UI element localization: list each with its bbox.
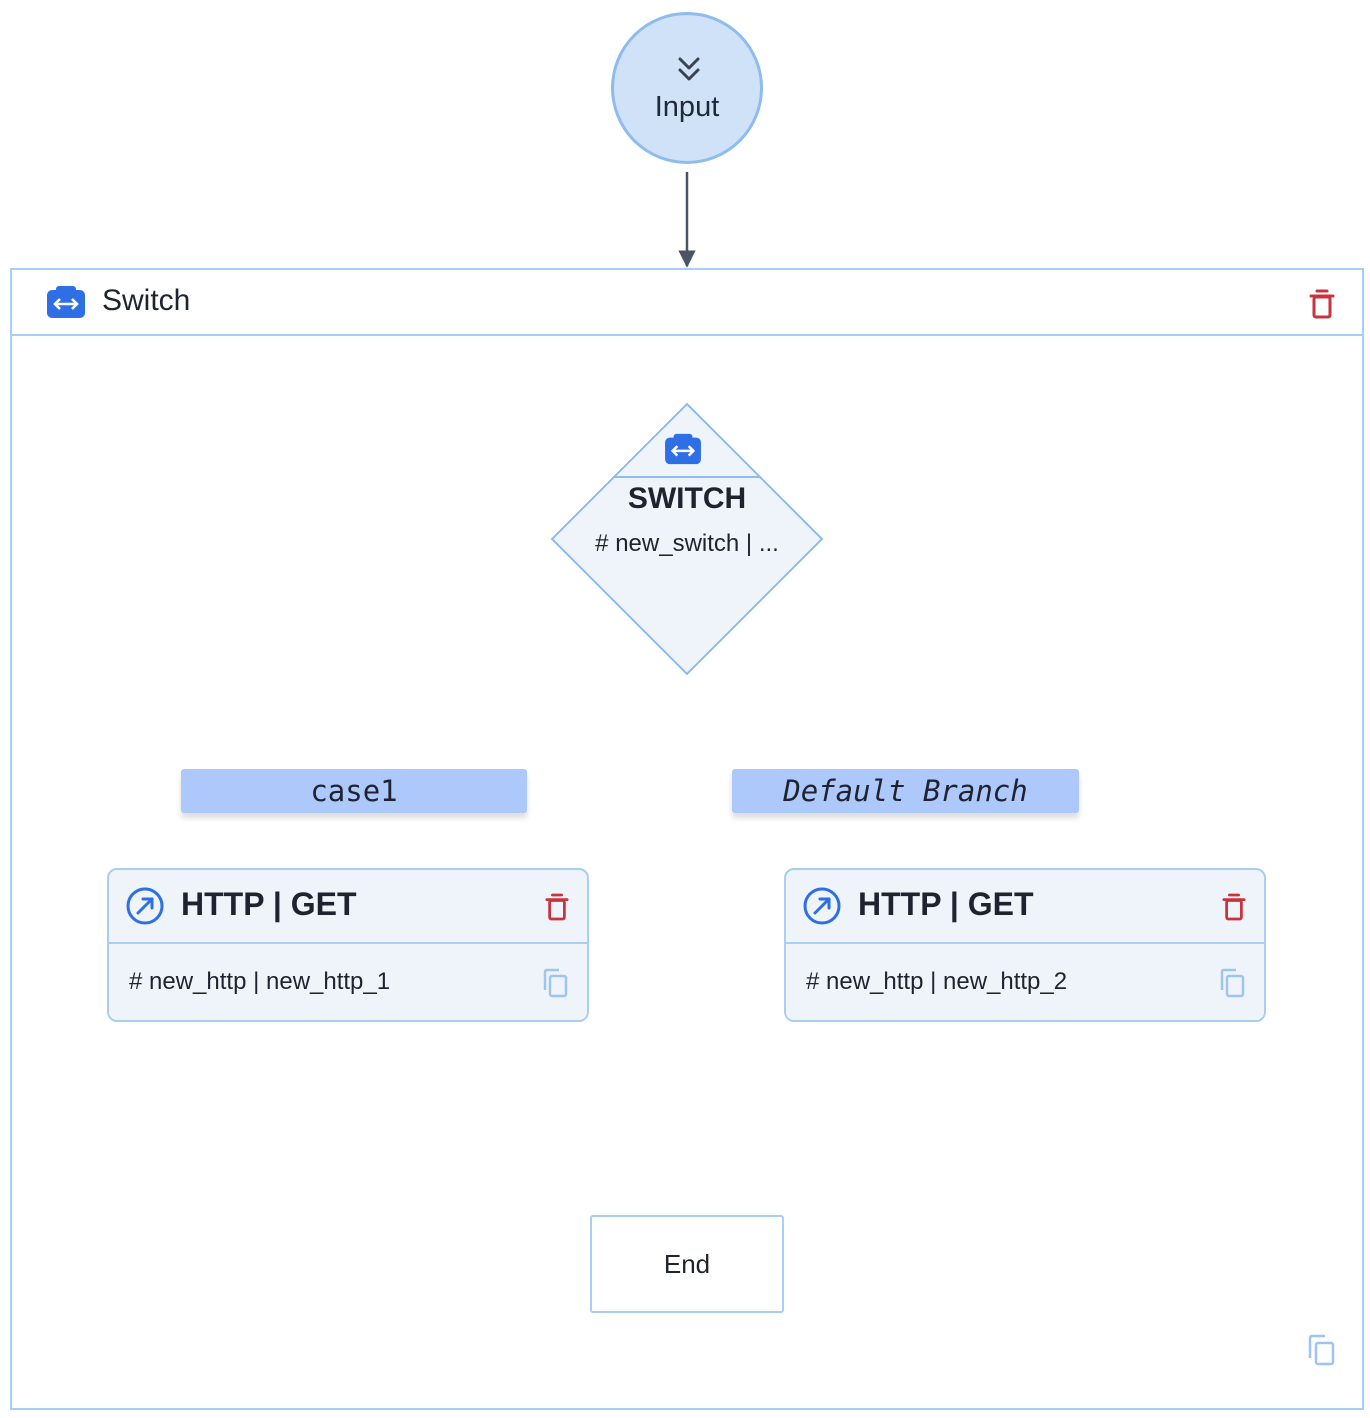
http-node-header: HTTP | GET: [786, 870, 1264, 944]
double-chevron-down-icon: [678, 57, 700, 81]
edge-label-default-branch[interactable]: Default Branch: [732, 769, 1079, 813]
http-node-header: HTTP | GET: [109, 870, 587, 944]
http-node-2[interactable]: HTTP | GET # new_http | new_http_2: [784, 868, 1266, 1022]
switch-icon: [665, 433, 701, 465]
switch-node-title: SWITCH: [627, 482, 747, 515]
trash-icon[interactable]: [1222, 892, 1246, 922]
switch-container-header: Switch: [12, 270, 1362, 336]
http-node-body: # new_http | new_http_1: [109, 944, 587, 1020]
switch-node-subtitle: # new_switch | ...: [595, 530, 779, 557]
copy-icon[interactable]: [1306, 1334, 1336, 1366]
edge-label-case1[interactable]: case1: [181, 769, 527, 813]
input-node-label: Input: [654, 91, 720, 123]
http-node-body: # new_http | new_http_2: [786, 944, 1264, 1020]
switch-node[interactable]: SWITCH # new_switch | ...: [550, 402, 824, 676]
http-node-subtitle: # new_http | new_http_1: [129, 968, 391, 995]
switch-container-title: Switch: [102, 284, 191, 317]
copy-icon[interactable]: [541, 968, 569, 998]
trash-icon[interactable]: [545, 892, 569, 922]
copy-icon[interactable]: [1218, 968, 1246, 998]
switch-node-shape: [550, 402, 824, 676]
trash-icon[interactable]: [1309, 288, 1335, 320]
http-node-1[interactable]: HTTP | GET # new_http | new_http_1: [107, 868, 589, 1022]
switch-icon: [47, 286, 85, 318]
arrow-up-right-icon: [126, 887, 164, 925]
http-node-title: HTTP | GET: [858, 886, 1034, 922]
http-node-title: HTTP | GET: [181, 886, 357, 922]
http-node-subtitle: # new_http | new_http_2: [806, 968, 1068, 995]
input-node[interactable]: Input: [611, 12, 763, 164]
end-node[interactable]: End: [590, 1215, 784, 1313]
arrow-up-right-icon: [803, 887, 841, 925]
